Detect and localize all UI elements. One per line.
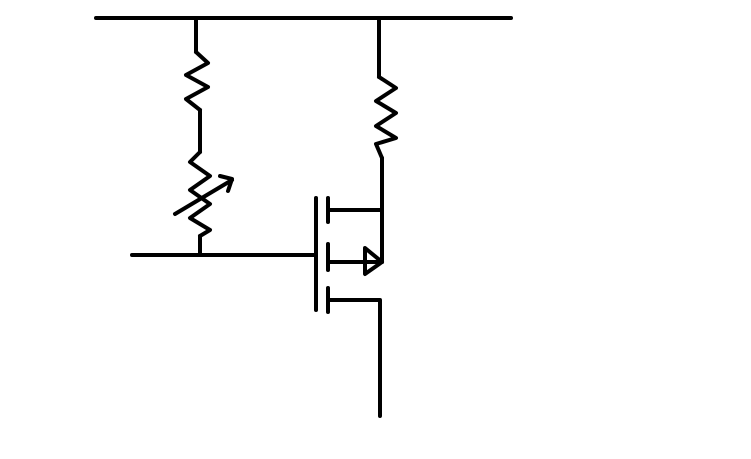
variable-resistor-arrowhead <box>218 174 234 193</box>
mosfet-bottom-terminal <box>326 298 382 418</box>
variable-resistor-arrow <box>173 178 234 216</box>
mosfet-body-arrow <box>363 246 384 276</box>
fixed-resistor-left <box>184 50 210 112</box>
fixed-resistor-right <box>374 75 398 160</box>
